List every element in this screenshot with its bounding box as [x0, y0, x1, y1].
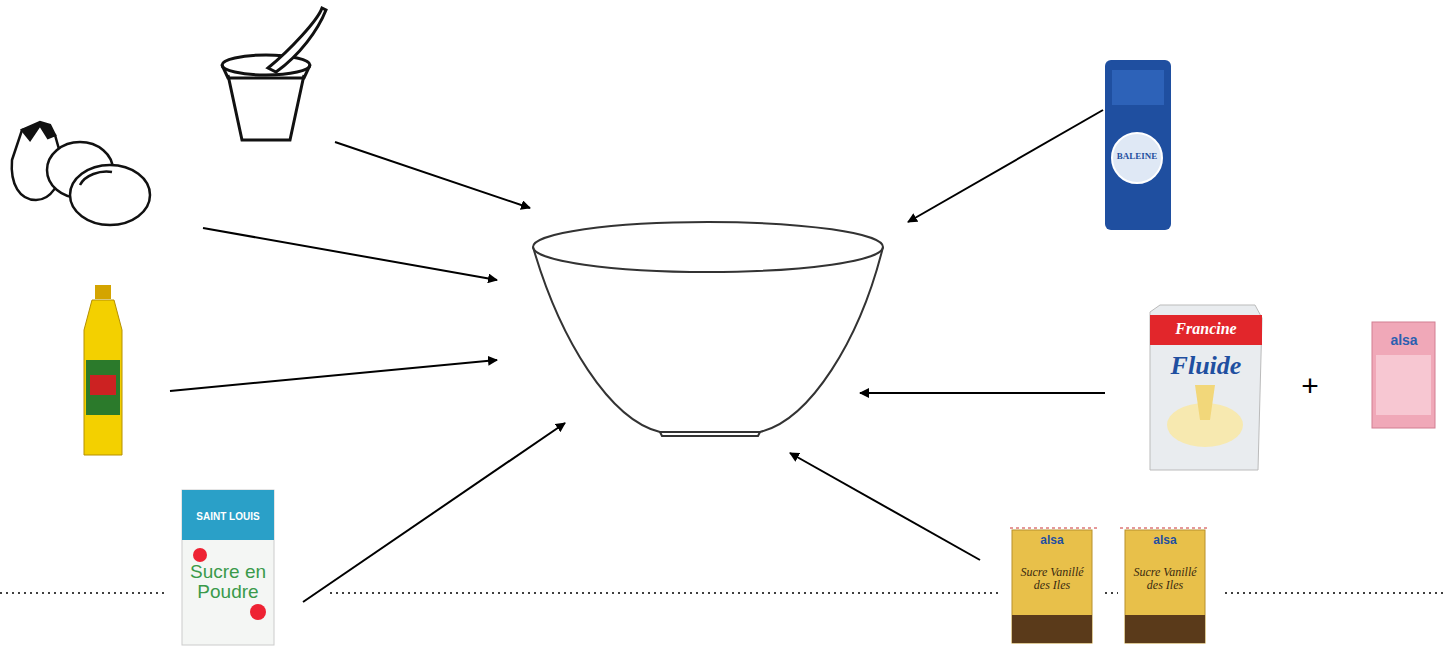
- brand-name: BALEINE: [1112, 152, 1162, 161]
- brand-name: alsa: [1014, 534, 1090, 547]
- yeast-box: [1372, 322, 1435, 428]
- brand-name: Francine: [1152, 321, 1260, 338]
- product-name: Fluide: [1152, 352, 1260, 379]
- plus-sign: +: [1295, 370, 1325, 402]
- bowl: [533, 222, 883, 436]
- product-name: Sucre Vanillé des Iles: [1014, 566, 1090, 591]
- flour-bag: [1150, 305, 1262, 470]
- brand-name: SAINT LOUIS: [186, 512, 270, 523]
- brand-name: alsa: [1374, 333, 1434, 348]
- salt-tube: [1105, 60, 1171, 230]
- product-name: Sucre Vanillé des Iles: [1127, 566, 1203, 591]
- sugar-box: [182, 490, 274, 645]
- vanilla-packets: [1010, 528, 1210, 643]
- brand-name: alsa: [1127, 534, 1203, 547]
- oil-bottle: [84, 285, 122, 455]
- product-name: Sucre en Poudre: [186, 562, 270, 602]
- eggs: [12, 122, 150, 225]
- arrows: [170, 110, 1105, 602]
- yogurt: [222, 8, 326, 140]
